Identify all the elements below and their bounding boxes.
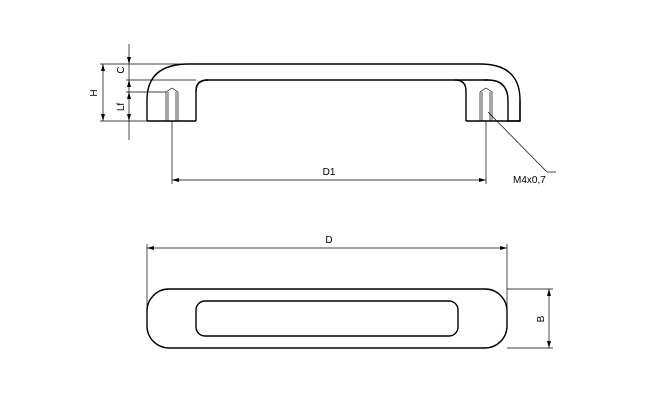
dim-lf bbox=[127, 92, 131, 140]
dim-d-label: D bbox=[325, 235, 332, 246]
handle-right-leg bbox=[195, 79, 521, 121]
dim-h bbox=[101, 64, 105, 121]
side-view: H C Lf D1 M4x0, bbox=[89, 44, 556, 186]
handle-top-slot bbox=[195, 300, 459, 337]
dim-lf-label: Lf bbox=[116, 103, 127, 112]
top-view: D B bbox=[146, 235, 553, 349]
thread-leader bbox=[487, 111, 556, 173]
dim-c bbox=[127, 44, 131, 92]
dim-h-label: H bbox=[89, 89, 100, 96]
right-thread-hole bbox=[479, 87, 493, 121]
dim-d1-label: D1 bbox=[323, 167, 336, 178]
thread-label: M4x0,7 bbox=[513, 175, 546, 186]
left-thread-hole bbox=[165, 87, 179, 121]
dim-b-label: B bbox=[536, 315, 547, 322]
dim-c-label: C bbox=[116, 66, 127, 73]
handle-left-inner-arc bbox=[195, 79, 209, 92]
dim-b bbox=[507, 288, 553, 349]
dim-d bbox=[146, 244, 508, 318]
handle-top-outline bbox=[146, 288, 508, 349]
handle-outer-profile bbox=[146, 63, 521, 122]
dim-d1 bbox=[171, 121, 487, 184]
